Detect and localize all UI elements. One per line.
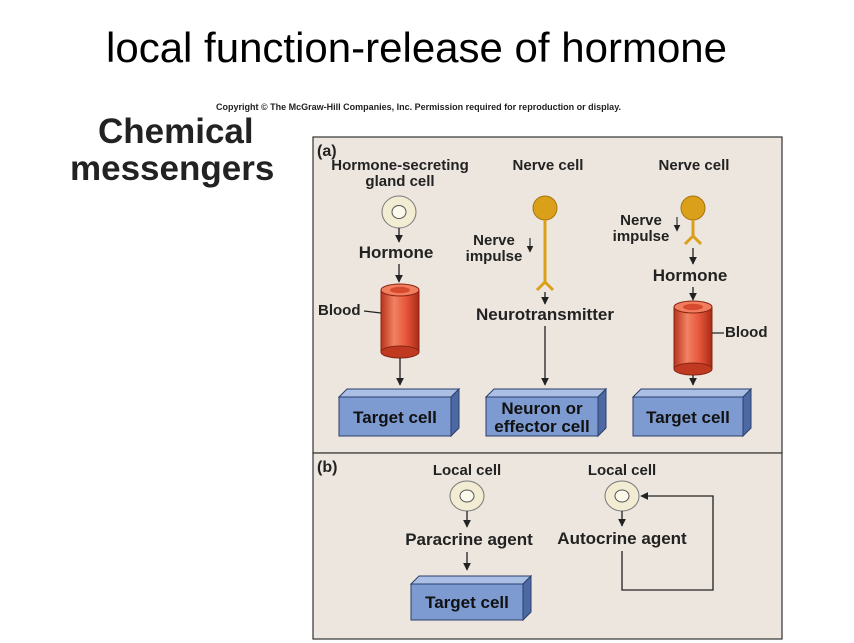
target-cell-box-panel-b bbox=[409, 574, 533, 622]
local-cell-icon-col2 bbox=[604, 480, 640, 512]
target-cell-label-panel-b: Target cell bbox=[425, 593, 509, 612]
target-cell-label-col3: Target cell bbox=[646, 408, 730, 427]
blood-label-col1: Blood bbox=[318, 302, 361, 319]
target-cell-box-col2 bbox=[484, 387, 608, 438]
blood-vessel-icon-col1 bbox=[380, 283, 420, 359]
nerve-impulse-label-line1-col2: Nerve bbox=[473, 232, 515, 249]
autocrine-feedback-arrow bbox=[621, 492, 714, 591]
panel-b bbox=[312, 452, 783, 640]
local-cell-icon-col1 bbox=[449, 480, 485, 512]
nerve-cell-icon-col2 bbox=[532, 195, 558, 292]
target-cell-label-line2-col2: effector cell bbox=[494, 417, 589, 436]
blood-vessel-icon-col3 bbox=[673, 300, 713, 376]
target-cell-label-col1: Target cell bbox=[353, 408, 437, 427]
blood-label-col3: Blood bbox=[725, 324, 768, 341]
nerve-cell-label-col3: Nerve cell bbox=[659, 157, 730, 174]
target-cell-box-col3 bbox=[631, 387, 753, 438]
target-cell-box-col1 bbox=[337, 387, 461, 438]
nerve-impulse-label-line2-col3: impulse bbox=[613, 228, 670, 245]
nerve-cell-icon-col3 bbox=[680, 195, 706, 246]
autocrine-agent-label: Autocrine agent bbox=[557, 529, 687, 548]
local-cell-label-col1: Local cell bbox=[433, 462, 501, 479]
nerve-impulse-label-line2-col2: impulse bbox=[466, 248, 523, 265]
side-heading: Chemical messengers bbox=[70, 113, 274, 187]
copyright-notice: Copyright © The McGraw-Hill Companies, I… bbox=[216, 102, 622, 112]
side-heading-line1: Chemical bbox=[98, 112, 254, 151]
local-cell-label-col2: Local cell bbox=[588, 462, 656, 479]
nerve-impulse-label-line1-col3: Nerve bbox=[620, 212, 662, 229]
blood-leader-col1 bbox=[363, 310, 382, 314]
side-heading-line2: messengers bbox=[70, 149, 275, 188]
hormone-label-col3: Hormone bbox=[653, 266, 728, 285]
gland-cell-label-line1: Hormone-secreting bbox=[331, 157, 469, 174]
slide-title: local function-release of hormone bbox=[106, 24, 728, 71]
paracrine-agent-label: Paracrine agent bbox=[405, 530, 533, 549]
nerve-cell-label-col2: Nerve cell bbox=[513, 157, 584, 174]
panel-a-label: (a) bbox=[317, 143, 337, 160]
target-cell-label-line1-col2: Neuron or bbox=[501, 399, 583, 418]
gland-cell-icon bbox=[381, 195, 417, 229]
gland-cell-label-line2: gland cell bbox=[365, 173, 434, 190]
neurotransmitter-label: Neurotransmitter bbox=[476, 305, 614, 324]
panel-b-label: (b) bbox=[317, 459, 337, 476]
hormone-label-col1: Hormone bbox=[359, 243, 434, 262]
